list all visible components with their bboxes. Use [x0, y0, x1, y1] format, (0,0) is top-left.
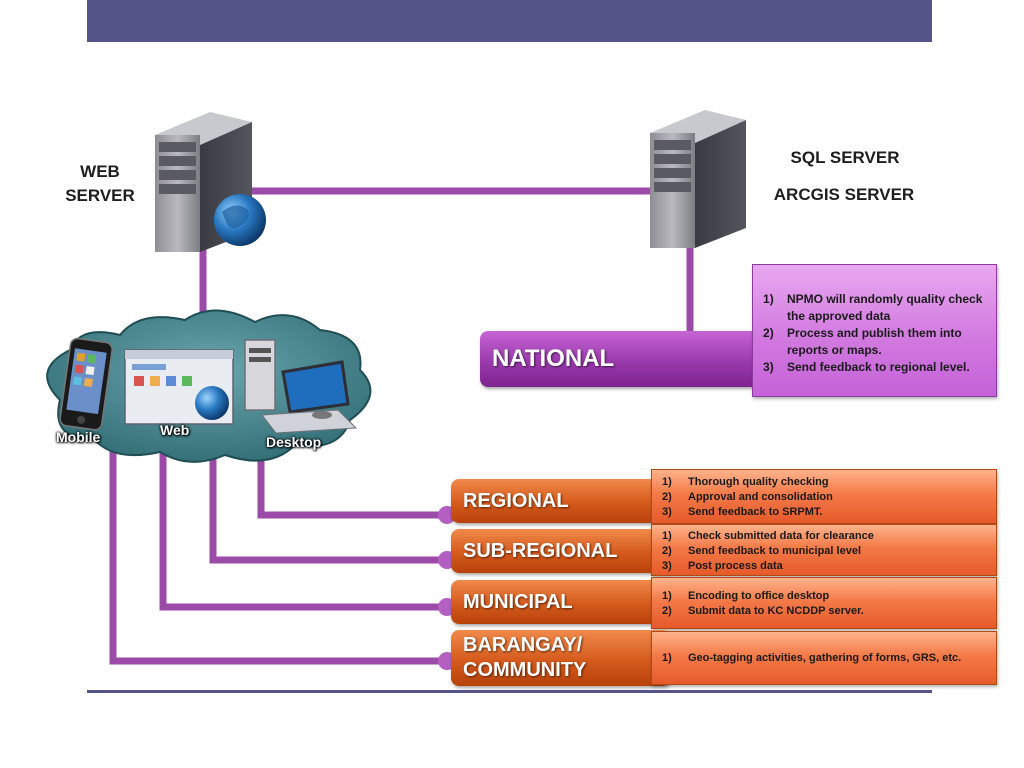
level-subregional-label: SUB-REGIONAL: [463, 539, 618, 562]
level-municipal: MUNICIPAL: [451, 580, 671, 624]
level-barangay-label-line1: BARANGAY/: [463, 634, 583, 656]
subregional-task-list: Check submitted data for clearance Send …: [652, 529, 996, 574]
list-item: Check submitted data for clearance: [662, 529, 874, 544]
level-regional-label: REGIONAL: [463, 489, 569, 512]
regional-task-list: Thorough quality checking Approval and c…: [652, 475, 996, 520]
national-tasks-box: NPMO will randomly quality check the app…: [752, 264, 997, 397]
list-item: Thorough quality checking: [662, 475, 829, 490]
list-item: Process and publish them into reports or…: [763, 325, 962, 357]
desktop-label: Desktop: [266, 434, 322, 450]
sql-server-icon: [650, 110, 746, 248]
barangay-task-list: Geo-tagging activities, gathering of for…: [652, 651, 996, 666]
desktop-computer-icon: [244, 339, 358, 434]
web-server-label: WEB SERVER: [58, 160, 142, 208]
level-national: NATIONAL: [480, 331, 780, 387]
national-task-list: NPMO will randomly quality check the app…: [753, 291, 996, 376]
mobile-phone-icon: [59, 337, 113, 431]
level-barangay-label-line2: COMMUNITY: [463, 659, 587, 681]
list-item: Post process data: [662, 559, 783, 574]
mobile-to-barangay: [109, 441, 451, 665]
web-server-icon: [155, 112, 266, 252]
arcgis-server-label: ARCGIS SERVER: [773, 185, 915, 204]
footer-line: [87, 690, 932, 693]
list-item: Send feedback to SRPMT.: [662, 505, 823, 520]
level-barangay: BARANGAY/ COMMUNITY: [451, 630, 671, 686]
web-to-municipal: [159, 451, 451, 611]
list-item: Send feedback to regional level.: [763, 359, 970, 376]
level-municipal-label: MUNICIPAL: [463, 590, 573, 613]
level-national-label: NATIONAL: [492, 345, 615, 372]
municipal-tasks-box: Encoding to office desktop Submit data t…: [651, 577, 997, 629]
web-to-subregional: [209, 451, 451, 564]
regional-tasks-box: Thorough quality checking Approval and c…: [651, 469, 997, 524]
list-item: Encoding to office desktop: [662, 589, 830, 604]
connectors: [109, 187, 694, 665]
web-server-label-line2: SERVER: [65, 186, 135, 205]
web-label: Web: [160, 422, 190, 438]
list-item: Geo-tagging activities, gathering of for…: [662, 651, 962, 666]
mobile-label: Mobile: [56, 429, 101, 445]
level-subregional: SUB-REGIONAL: [451, 529, 671, 573]
list-item: NPMO will randomly quality check the app…: [763, 291, 983, 323]
level-regional: REGIONAL: [451, 479, 671, 523]
list-item: Send feedback to municipal level: [662, 544, 861, 559]
subregional-tasks-box: Check submitted data for clearance Send …: [651, 524, 997, 576]
list-item: Submit data to KC NCDDP server.: [662, 604, 864, 619]
barangay-tasks-box: Geo-tagging activities, gathering of for…: [651, 631, 997, 685]
list-item: Approval and consolidation: [662, 490, 833, 505]
desktop-to-regional: [257, 436, 451, 519]
web-server-label-line1: WEB: [80, 162, 120, 181]
municipal-task-list: Encoding to office desktop Submit data t…: [652, 589, 996, 619]
browser-window-icon: [124, 349, 234, 425]
sql-server-label: SQL SERVER: [790, 148, 900, 167]
header-bar: [87, 0, 932, 42]
